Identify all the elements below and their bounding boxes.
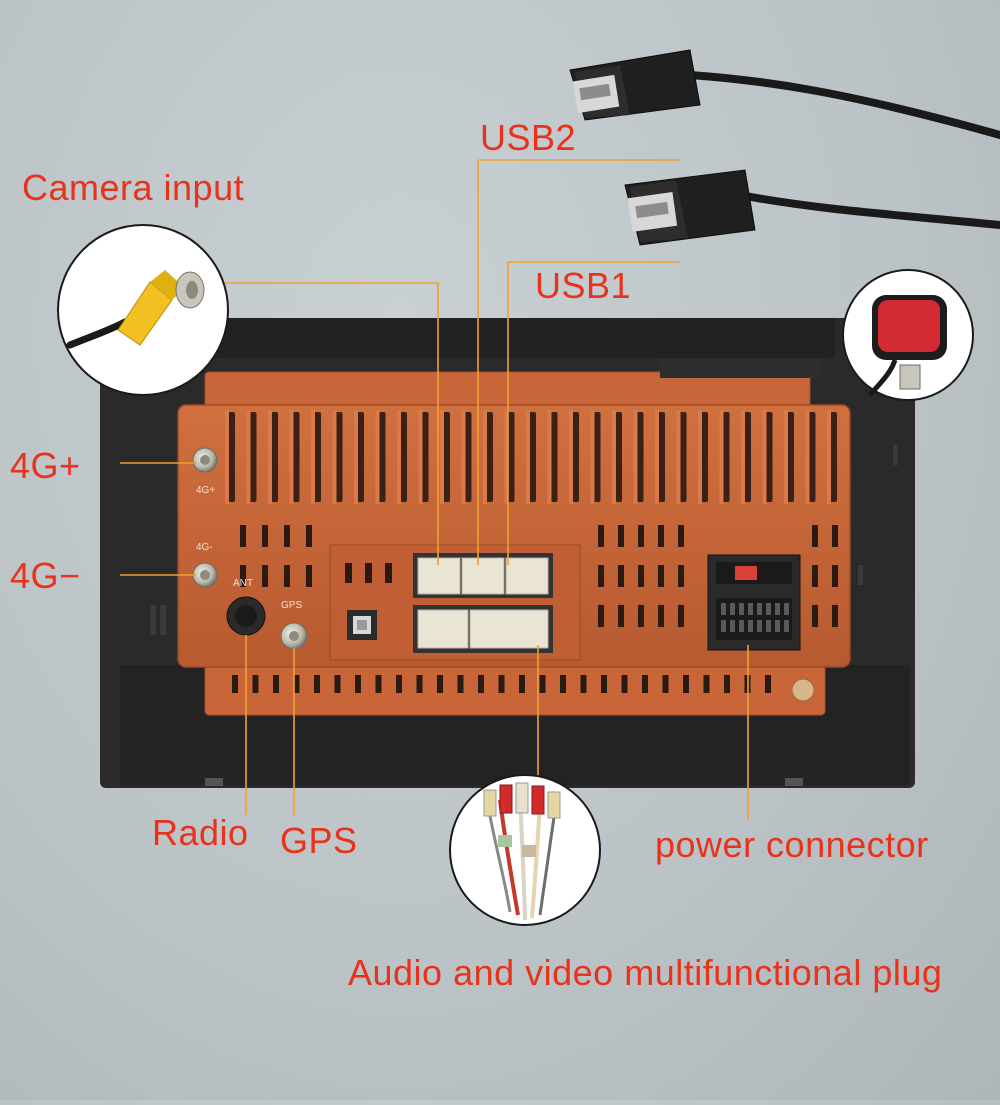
- bottom-vents: [232, 675, 771, 693]
- label-camera-input: Camera input: [22, 167, 245, 208]
- panel-print-4g-plus: 4G+: [196, 485, 216, 496]
- coax-4g-plus: [192, 447, 218, 473]
- lower-white-connector: [413, 605, 553, 653]
- label-audio-video-plug: Audio and video multifunctional plug: [348, 952, 943, 993]
- power-connector-port: [707, 554, 801, 651]
- label-radio: Radio: [152, 812, 249, 853]
- panel-print-ant: ANT: [233, 578, 253, 589]
- panel-print-4g-minus: 4G-: [196, 542, 213, 553]
- small-vents-left: [345, 563, 392, 583]
- optical-port: [347, 610, 377, 640]
- upper-white-connector: [413, 553, 553, 598]
- side-vents: [240, 525, 838, 627]
- coax-4g-minus: [192, 562, 218, 588]
- label-gps: GPS: [280, 820, 358, 861]
- label-usb2: USB2: [480, 117, 577, 158]
- label-4g-plus: 4G+: [10, 445, 81, 486]
- leader-lines: [120, 159, 749, 820]
- rca-av-cable-icon: [449, 774, 601, 926]
- gps-puck-icon: [842, 269, 974, 401]
- radio-ant-jack: [226, 596, 266, 636]
- label-4g-minus: 4G−: [10, 555, 81, 596]
- rca-yellow-plug-icon: [57, 224, 229, 396]
- label-power-connector: power connector: [655, 824, 929, 865]
- usb-female-cable-icon-2: [624, 169, 1000, 246]
- usb-female-cable-icon: [569, 49, 1000, 139]
- panel-print-gps: GPS: [281, 600, 303, 611]
- heatsink-fins: [225, 410, 837, 504]
- gps-jack: [280, 622, 308, 650]
- qc-sticker: [791, 678, 815, 702]
- label-usb1: USB1: [535, 265, 632, 306]
